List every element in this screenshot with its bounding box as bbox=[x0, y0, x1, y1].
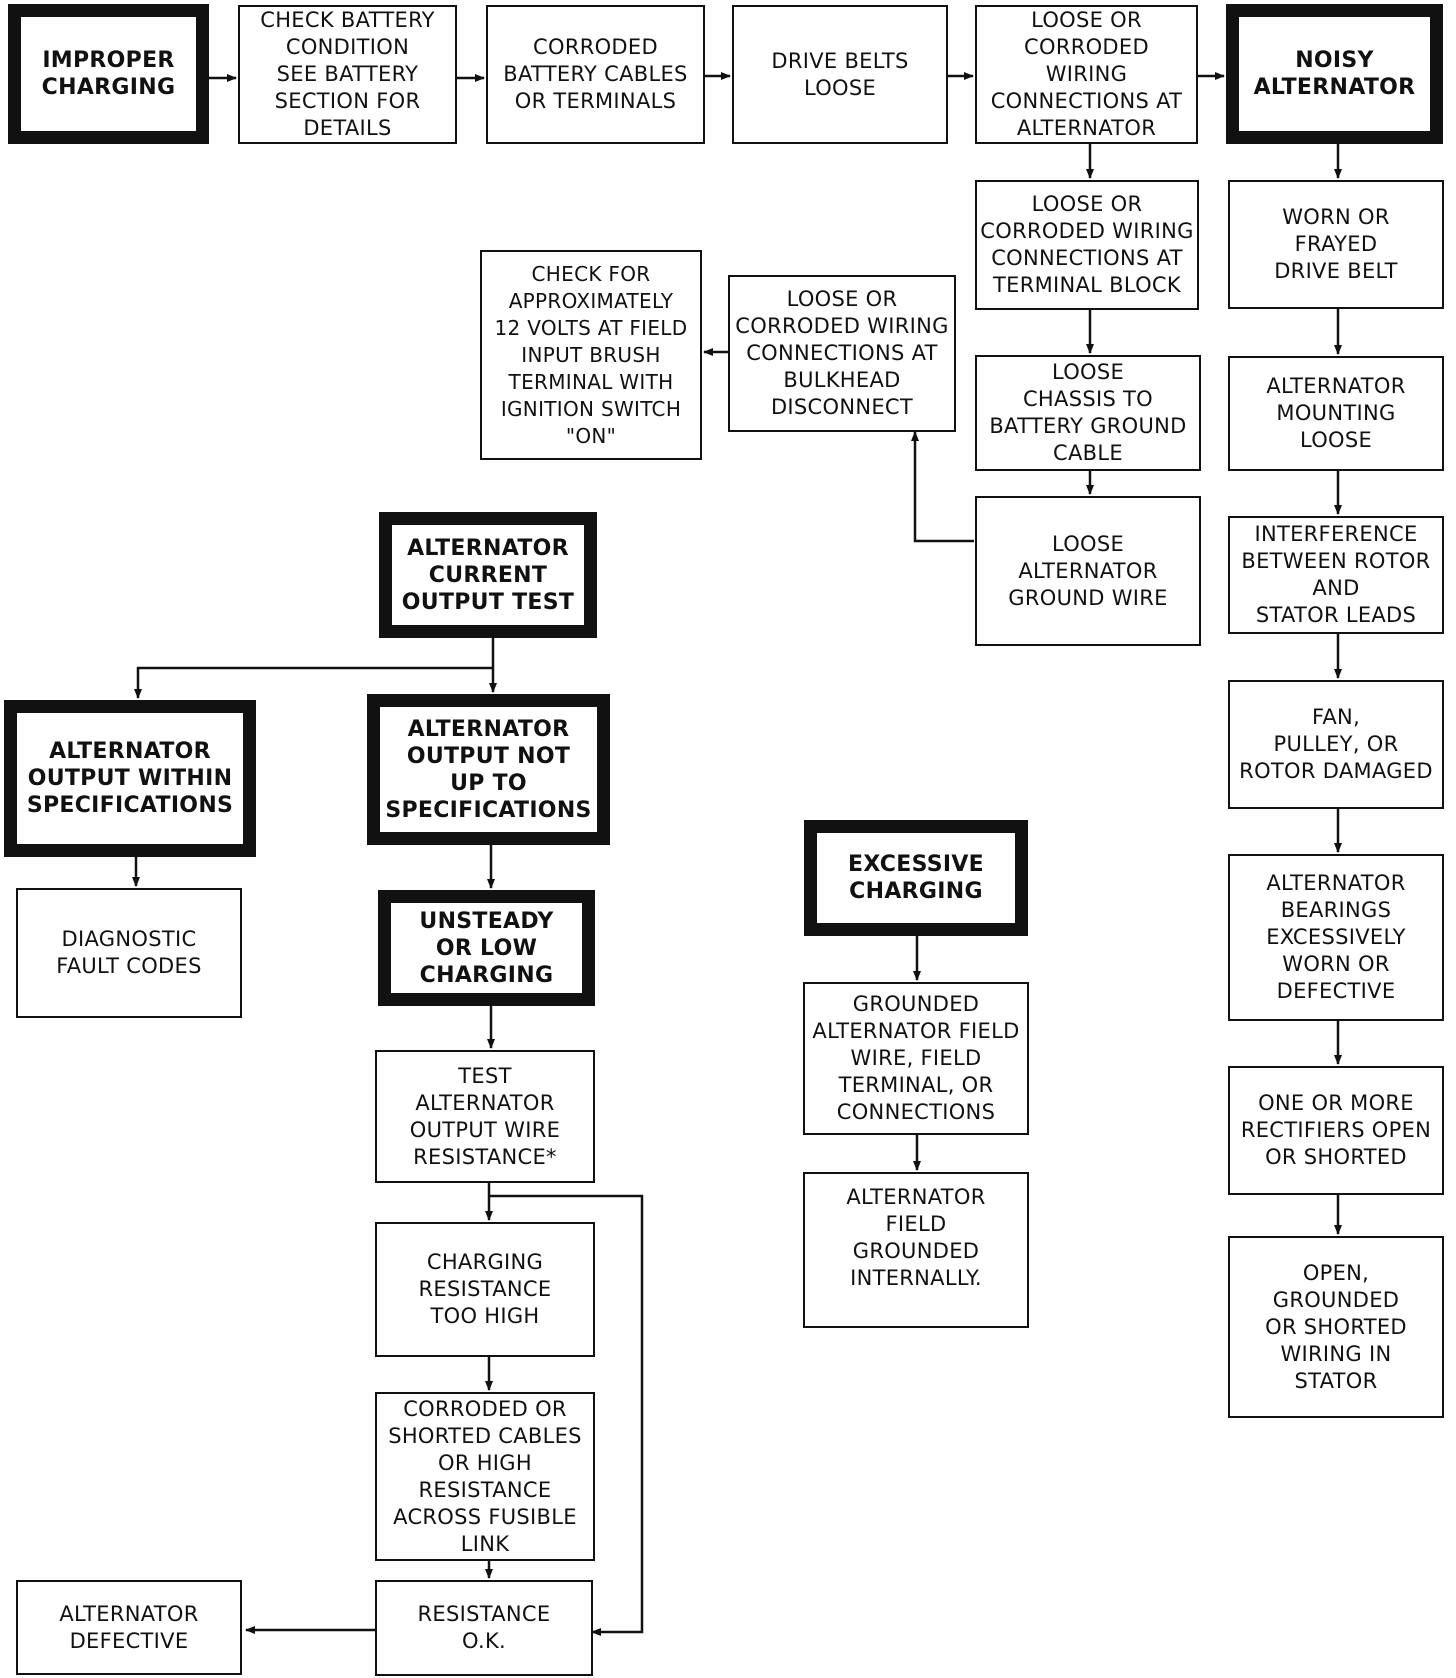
charging-resistance-high-box: CHARGING RESISTANCE TOO HIGH bbox=[375, 1222, 595, 1357]
output-within-specs-box: ALTERNATOR OUTPUT WITHIN SPECIFICATIONS bbox=[4, 700, 256, 857]
output-not-up-to-specs-label: ALTERNATOR OUTPUT NOT UP TO SPECIFICATIO… bbox=[385, 716, 592, 823]
noisy-alternator-label: NOISY ALTERNATOR bbox=[1253, 48, 1416, 100]
interference-rotor-stator-box: INTERFERENCE BETWEEN ROTOR AND STATOR LE… bbox=[1228, 516, 1444, 634]
open-grounded-stator-label: OPEN, GROUNDED OR SHORTED WIRING IN STAT… bbox=[1265, 1260, 1407, 1393]
corroded-shorted-cables-label: CORRODED OR SHORTED CABLES OR HIGH RESIS… bbox=[388, 1396, 582, 1556]
improper-charging-label: IMPROPER CHARGING bbox=[41, 48, 176, 100]
diagnostic-fault-codes-label: DIAGNOSTIC FAULT CODES bbox=[56, 927, 202, 978]
excessive-charging-label: EXCESSIVE CHARGING bbox=[847, 852, 985, 904]
output-not-up-to-specs-box: ALTERNATOR OUTPUT NOT UP TO SPECIFICATIO… bbox=[367, 694, 610, 845]
field-grounded-internally-label: ALTERNATOR FIELD GROUNDED INTERNALLY. bbox=[846, 1185, 986, 1290]
loose-wiring-terminal-block-label: LOOSE OR CORRODED WIRING CONNECTIONS AT … bbox=[980, 192, 1194, 297]
charging-resistance-high-label: CHARGING RESISTANCE TOO HIGH bbox=[418, 1250, 552, 1328]
alternator-mounting-loose-box: ALTERNATOR MOUNTING LOOSE bbox=[1228, 356, 1444, 471]
drive-belts-loose-label: DRIVE BELTS LOOSE bbox=[771, 48, 909, 100]
test-output-wire-resistance-label: TEST ALTERNATOR OUTPUT WIRE RESISTANCE* bbox=[409, 1063, 561, 1169]
alternator-mounting-loose-label: ALTERNATOR MOUNTING LOOSE bbox=[1266, 374, 1406, 452]
fan-pulley-rotor-box: FAN, PULLEY, OR ROTOR DAMAGED bbox=[1228, 680, 1444, 809]
resistance-ok-box: RESISTANCE O.K. bbox=[375, 1580, 593, 1676]
grounded-field-wire-box: GROUNDED ALTERNATOR FIELD WIRE, FIELD TE… bbox=[803, 982, 1029, 1135]
unsteady-low-charging-box: UNSTEADY OR LOW CHARGING bbox=[378, 890, 595, 1006]
improper-charging-box: IMPROPER CHARGING bbox=[8, 4, 209, 144]
unsteady-low-charging-label: UNSTEADY OR LOW CHARGING bbox=[419, 908, 554, 988]
rectifiers-open-shorted-box: ONE OR MORE RECTIFIERS OPEN OR SHORTED bbox=[1228, 1066, 1444, 1195]
check-12-volts-box: CHECK FOR APPROXIMATELY 12 VOLTS AT FIEL… bbox=[480, 250, 702, 460]
open-grounded-stator-box: OPEN, GROUNDED OR SHORTED WIRING IN STAT… bbox=[1228, 1236, 1444, 1418]
arrow-ground-wire-to-bulkhead bbox=[911, 431, 974, 543]
alternator-defective-label: ALTERNATOR DEFECTIVE bbox=[59, 1601, 199, 1653]
grounded-field-wire-label: GROUNDED ALTERNATOR FIELD WIRE, FIELD TE… bbox=[812, 992, 1020, 1124]
corroded-battery-cables-label: CORRODED BATTERY CABLES OR TERMINALS bbox=[503, 35, 688, 113]
alternator-current-output-test-label: ALTERNATOR CURRENT OUTPUT TEST bbox=[401, 535, 575, 615]
output-within-specs-label: ALTERNATOR OUTPUT WITHIN SPECIFICATIONS bbox=[26, 739, 234, 818]
loose-wiring-bulkhead-label: LOOSE OR CORRODED WIRING CONNECTIONS AT … bbox=[735, 287, 949, 419]
bearings-worn-label: ALTERNATOR BEARINGS EXCESSIVELY WORN OR … bbox=[1266, 871, 1406, 1003]
loose-wiring-alternator-label: LOOSE OR CORRODED WIRING CONNECTIONS AT … bbox=[990, 8, 1183, 140]
diagnostic-fault-codes-box: DIAGNOSTIC FAULT CODES bbox=[16, 888, 242, 1018]
interference-rotor-stator-label: INTERFERENCE BETWEEN ROTOR AND STATOR LE… bbox=[1241, 522, 1431, 627]
loose-chassis-ground-label: LOOSE CHASSIS TO BATTERY GROUND CABLE bbox=[989, 360, 1187, 465]
loose-wiring-alternator-box: LOOSE OR CORRODED WIRING CONNECTIONS AT … bbox=[975, 5, 1198, 144]
bearings-worn-box: ALTERNATOR BEARINGS EXCESSIVELY WORN OR … bbox=[1228, 854, 1444, 1021]
test-output-wire-resistance-box: TEST ALTERNATOR OUTPUT WIRE RESISTANCE* bbox=[375, 1050, 595, 1183]
loose-chassis-ground-box: LOOSE CHASSIS TO BATTERY GROUND CABLE bbox=[975, 355, 1201, 471]
alternator-current-output-test-box: ALTERNATOR CURRENT OUTPUT TEST bbox=[379, 512, 597, 638]
alternator-defective-box: ALTERNATOR DEFECTIVE bbox=[16, 1580, 242, 1675]
resistance-ok-label: RESISTANCE O.K. bbox=[417, 1602, 551, 1653]
check-battery-box: CHECK BATTERY CONDITION SEE BATTERY SECT… bbox=[238, 5, 457, 144]
loose-wiring-terminal-block-box: LOOSE OR CORRODED WIRING CONNECTIONS AT … bbox=[975, 180, 1199, 310]
drive-belts-loose-box: DRIVE BELTS LOOSE bbox=[732, 5, 948, 144]
loose-alternator-ground-wire-label: LOOSE ALTERNATOR GROUND WIRE bbox=[1008, 531, 1168, 610]
excessive-charging-box: EXCESSIVE CHARGING bbox=[804, 820, 1028, 936]
rectifiers-open-shorted-label: ONE OR MORE RECTIFIERS OPEN OR SHORTED bbox=[1240, 1091, 1432, 1169]
corroded-battery-cables-box: CORRODED BATTERY CABLES OR TERMINALS bbox=[486, 5, 705, 144]
field-grounded-internally-box: ALTERNATOR FIELD GROUNDED INTERNALLY. bbox=[803, 1172, 1029, 1328]
loose-wiring-bulkhead-box: LOOSE OR CORRODED WIRING CONNECTIONS AT … bbox=[728, 275, 956, 432]
fan-pulley-rotor-label: FAN, PULLEY, OR ROTOR DAMAGED bbox=[1239, 705, 1433, 783]
worn-drive-belt-box: WORN OR FRAYED DRIVE BELT bbox=[1228, 180, 1444, 309]
loose-alternator-ground-wire-box: LOOSE ALTERNATOR GROUND WIRE bbox=[975, 496, 1201, 646]
check-12-volts-label: CHECK FOR APPROXIMATELY 12 VOLTS AT FIEL… bbox=[494, 261, 688, 448]
check-battery-label: CHECK BATTERY CONDITION SEE BATTERY SECT… bbox=[260, 8, 435, 140]
corroded-shorted-cables-box: CORRODED OR SHORTED CABLES OR HIGH RESIS… bbox=[375, 1392, 595, 1561]
noisy-alternator-box: NOISY ALTERNATOR bbox=[1226, 4, 1443, 144]
worn-drive-belt-label: WORN OR FRAYED DRIVE BELT bbox=[1274, 205, 1398, 283]
